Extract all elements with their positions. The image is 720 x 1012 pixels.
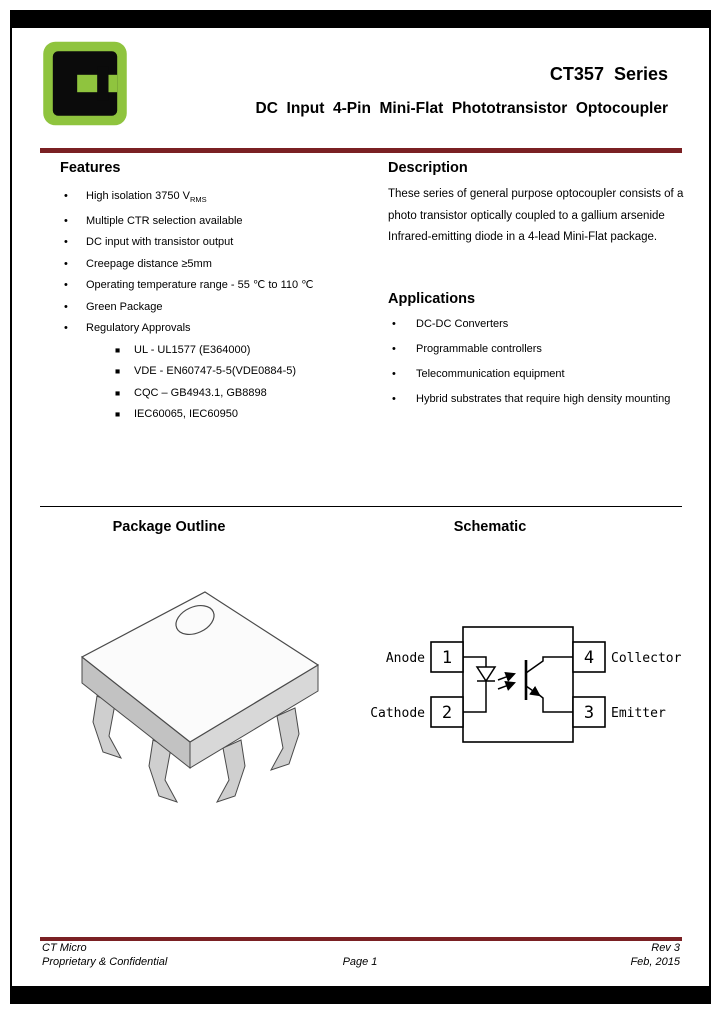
footer-confidential: Proprietary & Confidential (42, 956, 168, 968)
light-arrows-icon (497, 672, 516, 691)
cathode-label: Cathode (370, 706, 425, 721)
footer-revision: Rev 3 (651, 942, 680, 954)
bullet-icon: • (392, 343, 396, 355)
pin-box-3 (572, 696, 606, 728)
package-outline-title: Package Outline (112, 519, 226, 535)
description-text: These series of general purpose optocoup… (388, 188, 684, 243)
header-rule (40, 148, 682, 153)
approval-item: ■ CQC – GB4943.1, GB8898 (112, 383, 362, 405)
bullet-icon: • (64, 190, 68, 202)
feature-item: • Regulatory Approvals ■ UL - UL1577 (E3… (62, 318, 362, 426)
feature-text: DC input with transistor output (86, 236, 234, 249)
ctmicro-logo (40, 40, 130, 127)
square-bullet-icon: ■ (115, 409, 121, 420)
regulatory-approvals-list: ■ UL - UL1577 (E364000) ■ VDE - EN60747-… (112, 340, 362, 426)
bullet-icon: • (64, 300, 68, 313)
led-symbol (463, 656, 497, 713)
collector-label: Collector (611, 651, 682, 666)
square-bullet-icon: ■ (115, 344, 121, 355)
ctmicro-logo-icon (43, 41, 127, 126)
emitter-label: Emitter (611, 706, 666, 721)
feature-item: • Multiple CTR selection available (62, 211, 362, 233)
bullet-icon: • (64, 322, 68, 335)
applications-list: • DC-DC Converters • Programmable contro… (390, 314, 682, 414)
application-text: Hybrid substrates that require high dens… (416, 393, 671, 405)
pin-box-2 (430, 696, 464, 728)
bullet-icon: • (64, 279, 68, 292)
feature-text: High isolation 3750 V (86, 190, 190, 202)
feature-item: • Operating temperature range - 55 ℃ to … (62, 275, 362, 297)
feature-item: • Creepage distance ≥5mm (62, 254, 362, 276)
applications-heading: Applications (388, 291, 476, 307)
footer-rule (40, 937, 682, 941)
approval-text: UL - UL1577 (E364000) (134, 343, 251, 356)
application-text: Telecommunication equipment (416, 368, 565, 380)
pin-number-3: 3 (584, 703, 594, 723)
pin-box-4 (572, 641, 606, 673)
bullet-icon: • (64, 214, 68, 227)
pin1-indicator-circle (175, 605, 215, 635)
footer-page-number: Page 1 (342, 956, 378, 968)
bullet-icon: • (392, 368, 396, 380)
phototransistor-symbol (524, 656, 573, 713)
document-title: DC Input 4-Pin Mini-Flat Phototransistor… (255, 100, 668, 117)
schematic-body-outline (462, 626, 574, 743)
pin-number-1: 1 (442, 648, 452, 668)
feature-subscript: RMS (189, 195, 207, 205)
schematic-title: Schematic (453, 519, 527, 535)
application-text: DC-DC Converters (416, 318, 509, 330)
bullet-icon: • (392, 318, 396, 330)
square-bullet-icon: ■ (115, 366, 121, 377)
application-item: • Telecommunication equipment (390, 364, 682, 385)
footer-company: CT Micro (42, 942, 87, 954)
application-item: • Programmable controllers (390, 339, 682, 360)
approval-text: IEC60065, IEC60950 (134, 408, 238, 421)
features-list: • High isolation 3750 VRMS • Multiple CT… (62, 186, 362, 426)
pin-number-2: 2 (442, 703, 452, 723)
bullet-icon: • (392, 393, 396, 405)
feature-text: Operating temperature range - 55 ℃ to 11… (86, 279, 314, 292)
feature-item: • Green Package (62, 297, 362, 319)
pin-box-1 (430, 641, 464, 673)
approval-item: ■ VDE - EN60747-5-5(VDE0884-5) (112, 361, 362, 383)
bullet-icon: • (64, 236, 68, 249)
approval-text: VDE - EN60747-5-5(VDE0884-5) (134, 365, 297, 378)
feature-text: Multiple CTR selection available (86, 214, 243, 227)
approval-text: CQC – GB4943.1, GB8898 (134, 386, 267, 399)
feature-text: Regulatory Approvals (86, 322, 191, 335)
package-outline-drawing (80, 591, 320, 803)
approval-item: ■ IEC60065, IEC60950 (112, 404, 362, 426)
schematic-drawing: 1 2 4 3 Anode Cathode Collector Emitter (370, 626, 682, 743)
square-bullet-icon: ■ (115, 387, 121, 398)
application-text: Programmable controllers (416, 343, 542, 355)
feature-text: Green Package (86, 300, 163, 313)
pin-number-4: 4 (584, 648, 594, 668)
series-title: CT357 Series (549, 64, 668, 84)
features-heading: Features (60, 160, 121, 176)
footer-date: Feb, 2015 (630, 956, 680, 968)
application-item: • Hybrid substrates that require high de… (390, 389, 682, 410)
approval-item: ■ UL - UL1577 (E364000) (112, 340, 362, 362)
feature-item: • DC input with transistor output (62, 232, 362, 254)
bullet-icon: • (64, 257, 68, 270)
section-divider-rule (40, 506, 682, 507)
description-heading: Description (388, 160, 468, 176)
package-top-face (80, 591, 320, 743)
application-item: • DC-DC Converters (390, 314, 682, 335)
feature-item: • High isolation 3750 VRMS (62, 186, 362, 211)
feature-text: Creepage distance ≥5mm (86, 257, 212, 270)
anode-label: Anode (386, 651, 425, 666)
